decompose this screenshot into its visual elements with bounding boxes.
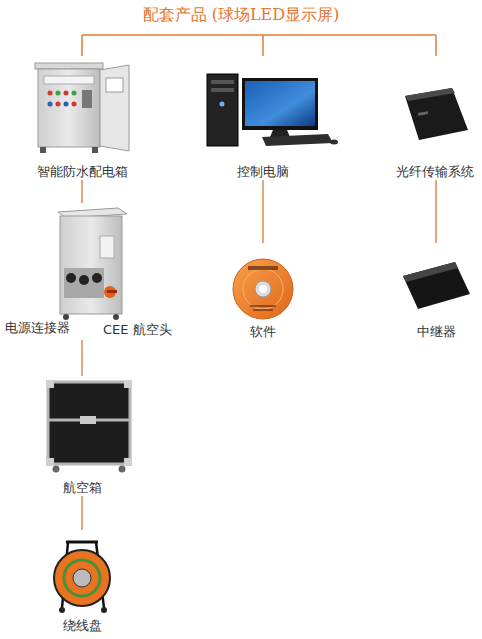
product-node: 软件 bbox=[220, 243, 306, 340]
bracket-line bbox=[82, 35, 436, 56]
product-node: 绕线盘 bbox=[20, 530, 144, 634]
product-caption: 绕线盘 bbox=[20, 618, 144, 634]
product-caption: 软件 bbox=[220, 324, 306, 340]
control-computer bbox=[207, 74, 338, 146]
connector-line bbox=[81, 180, 83, 203]
flight-case bbox=[46, 380, 132, 473]
software-disc bbox=[233, 259, 293, 319]
product-node: 光纤传输系统 bbox=[390, 58, 480, 180]
product-caption: 中继器 bbox=[395, 324, 477, 340]
product-caption: 控制电脑 bbox=[200, 164, 326, 180]
distribution-box bbox=[35, 63, 129, 153]
product-caption: 智能防水配电箱 bbox=[20, 164, 144, 180]
callout-label: 电源连接器 bbox=[5, 320, 70, 336]
fibre-device bbox=[405, 88, 468, 140]
connector-line bbox=[81, 496, 83, 530]
product-node: 中继器 bbox=[395, 243, 477, 340]
callout-label: CEE 航空头 bbox=[103, 322, 172, 338]
repeater-device bbox=[403, 262, 470, 309]
diagram-title: 配套产品 (球场LED显示屏) bbox=[0, 5, 482, 25]
product-caption: 航空箱 bbox=[20, 480, 144, 496]
product-node: 智能防水配电箱 bbox=[20, 58, 144, 180]
connector-line bbox=[262, 180, 264, 243]
connector-line bbox=[81, 340, 83, 376]
cable-reel bbox=[54, 542, 110, 613]
product-node: 控制电脑 bbox=[200, 58, 326, 180]
product-caption: 光纤传输系统 bbox=[390, 164, 480, 180]
product-node: 电源连接器 CEE 航空头 bbox=[5, 203, 175, 340]
power-box bbox=[58, 208, 127, 320]
product-node: 航空箱 bbox=[20, 376, 144, 496]
connector-line bbox=[435, 180, 437, 243]
